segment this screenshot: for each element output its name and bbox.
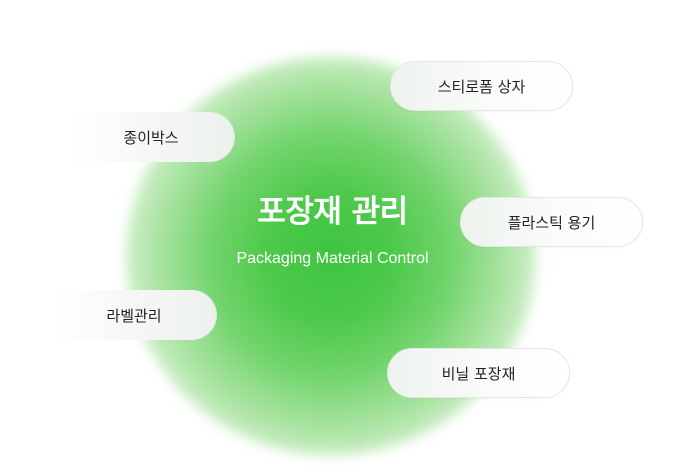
label-management-label: 라벨관리 [106, 306, 162, 325]
styrofoam-box-label: 스티로폼 상자 [437, 77, 526, 96]
paper-box-pill[interactable]: 종이박스 [68, 112, 234, 162]
vinyl-packaging-label: 비닐 포장재 [441, 364, 516, 383]
center-subtitle: Packaging Material Control [236, 250, 429, 267]
plastic-container-label: 플라스틱 용기 [507, 213, 596, 232]
paper-box-label: 종이박스 [123, 128, 179, 147]
center-title: 포장재 관리 [257, 194, 408, 230]
styrofoam-box-pill[interactable]: 스티로폼 상자 [390, 61, 573, 111]
label-management-pill[interactable]: 라벨관리 [52, 290, 216, 340]
vinyl-packaging-pill[interactable]: 비닐 포장재 [387, 348, 570, 398]
plastic-container-pill[interactable]: 플라스틱 용기 [460, 197, 643, 247]
